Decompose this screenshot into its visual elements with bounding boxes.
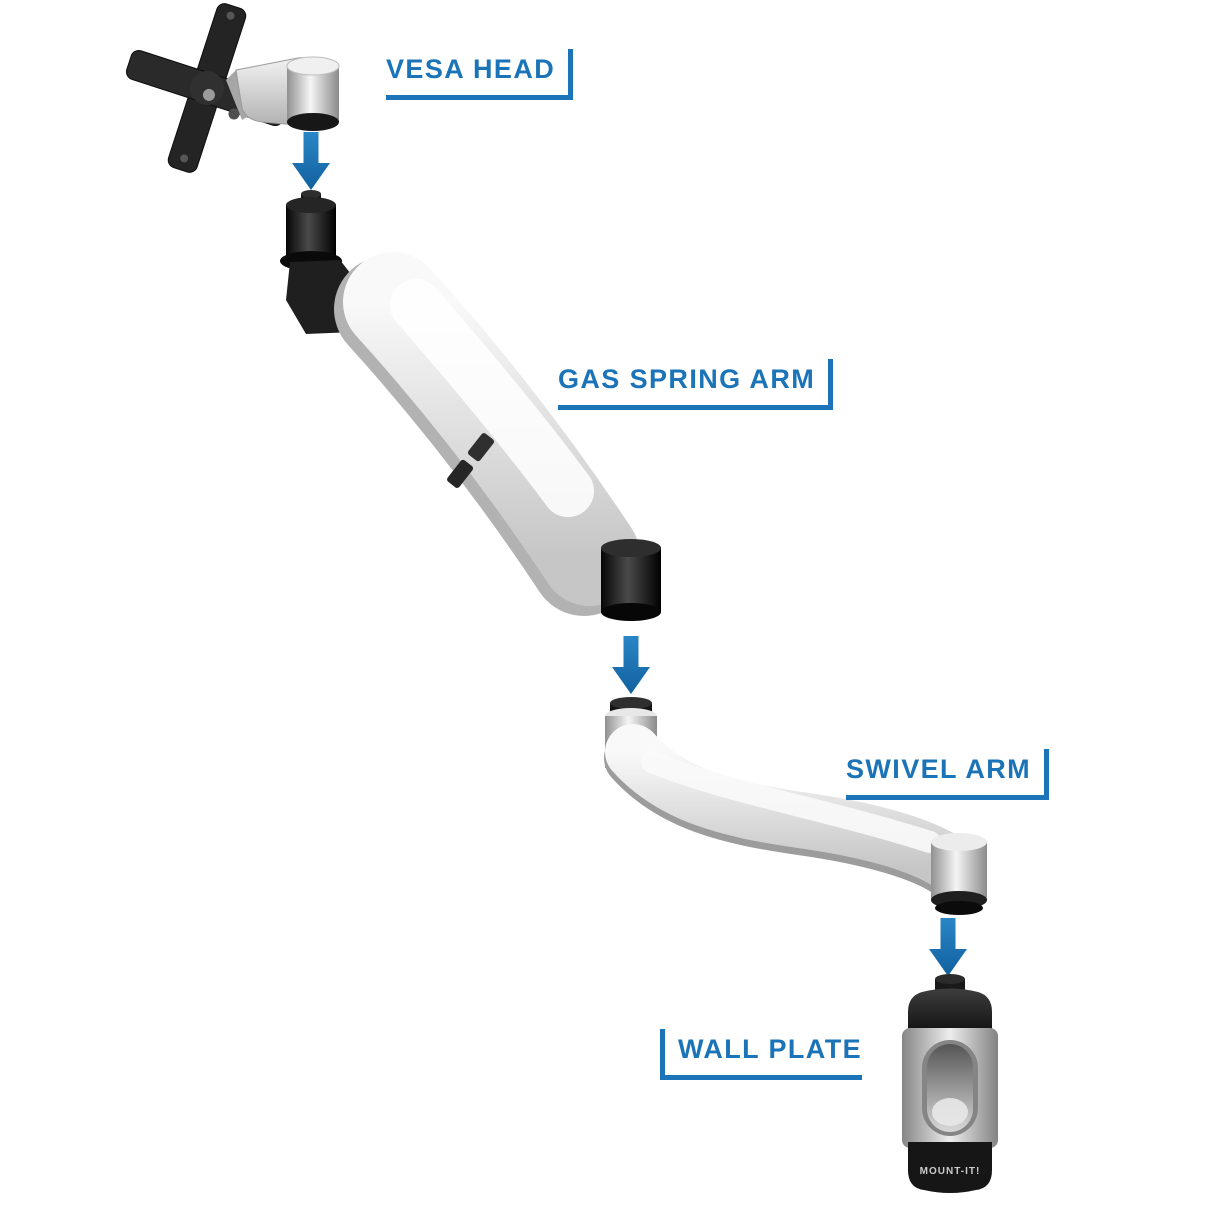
callout-swivel-arm: SWIVEL ARM <box>846 749 1050 800</box>
callout-wall-plate: WALL PLATE <box>660 1029 862 1080</box>
cable-clip-graphic <box>447 433 495 488</box>
brand-text: MOUNT-IT! <box>920 1166 981 1177</box>
down-arrow-icon <box>929 918 967 976</box>
callout-gas-spring-arm: GAS SPRING ARM <box>558 359 834 410</box>
callout-bar <box>1044 749 1050 795</box>
callout-bar <box>828 359 834 405</box>
vesa-head-graphic <box>226 56 340 131</box>
callout-gas-spring-arm-label: GAS SPRING ARM <box>558 364 816 394</box>
callout-vesa-head-label: VESA HEAD <box>386 54 556 84</box>
down-arrow-icon <box>612 636 650 694</box>
callout-wall-plate-label: WALL PLATE <box>678 1034 862 1064</box>
upper-joint-graphic <box>280 190 342 271</box>
callout-swivel-arm-label: SWIVEL ARM <box>846 754 1032 784</box>
swivel-arm-graphic <box>604 697 987 915</box>
callout-bar <box>660 1029 665 1075</box>
callout-vesa-head: VESA HEAD <box>386 49 574 100</box>
down-arrow-icon <box>292 132 330 190</box>
wall-plate-graphic: MOUNT-IT! <box>902 974 998 1193</box>
gas-spring-arm-graphic <box>286 252 661 621</box>
callout-bar <box>568 49 574 95</box>
